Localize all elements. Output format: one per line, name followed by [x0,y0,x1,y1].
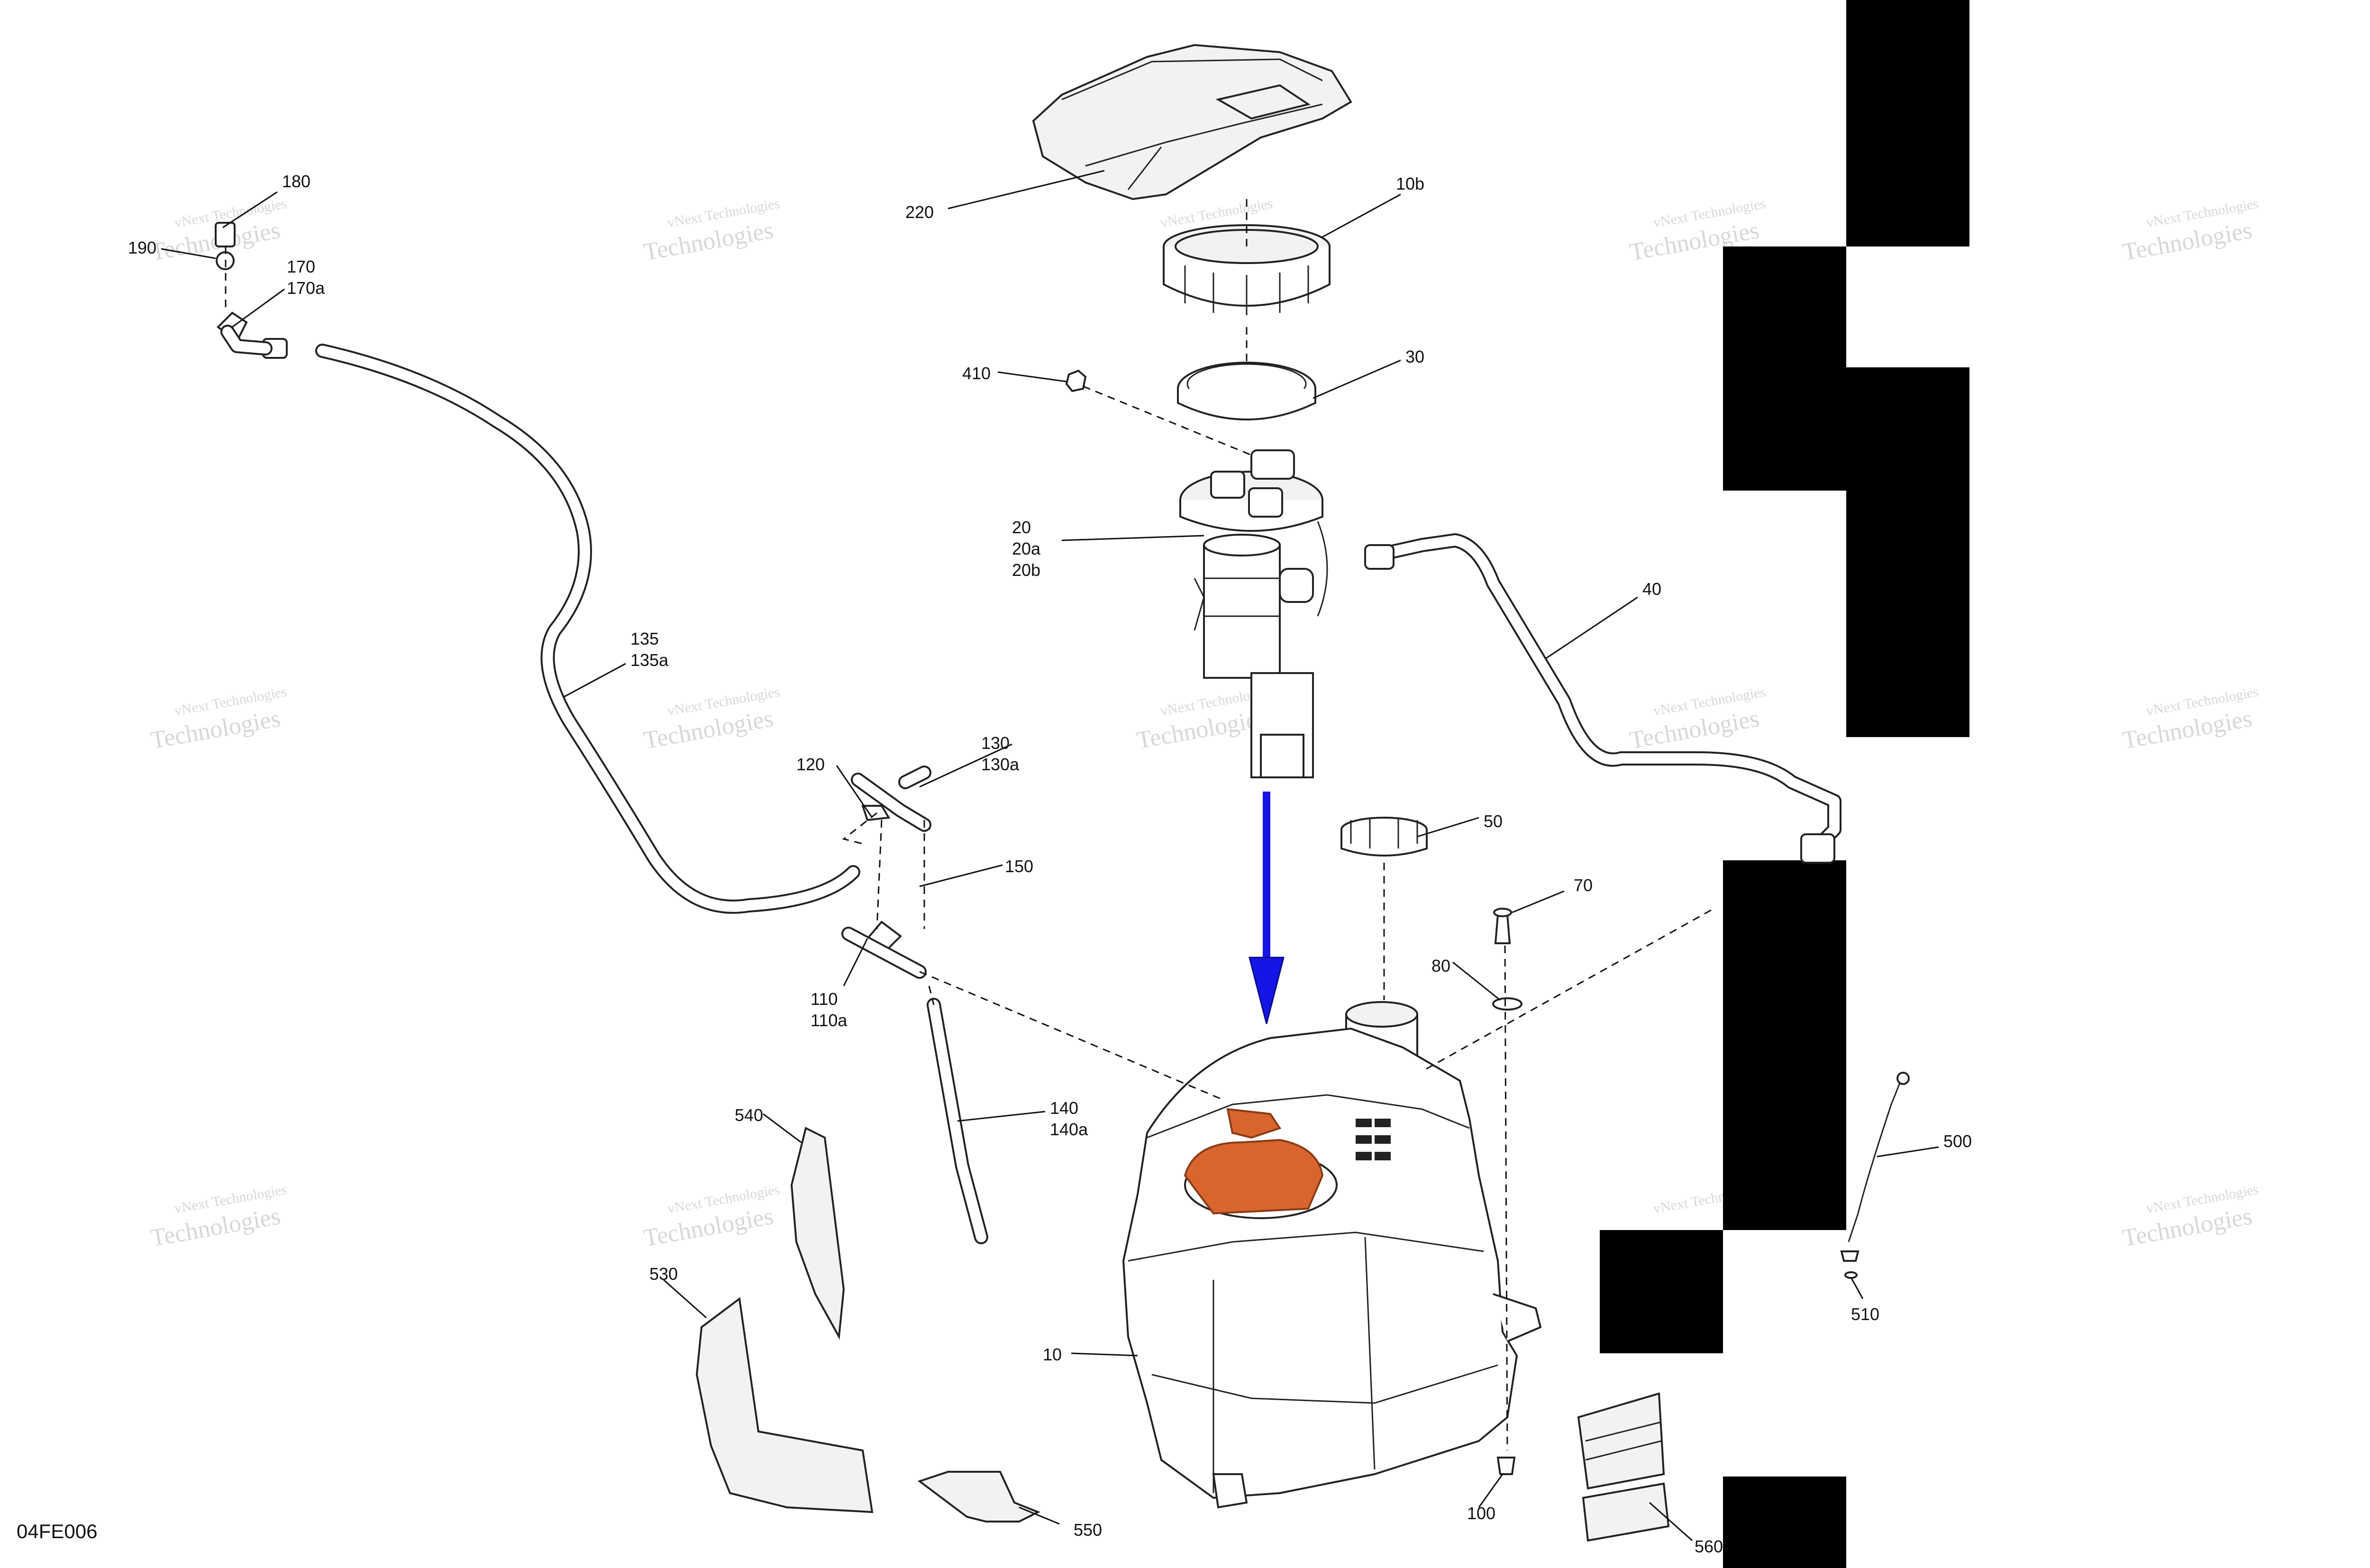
parts-170-180-190-fittings [215,222,288,359]
label-500: 500 [1943,1131,1972,1151]
parts-530-540-550-shields [695,1127,1040,1522]
label-100: 100 [1467,1504,1495,1523]
label-80: 80 [1431,956,1450,975]
label-20b: 20b [1012,560,1040,580]
label-410: 410 [962,364,991,383]
label-20: 20 [1012,518,1031,537]
svg-text:Technologies: Technologies [1135,705,1268,754]
label-530: 530 [649,1264,678,1284]
part-20-fuel-pump-module [1179,449,1328,778]
svg-text:Technologies: Technologies [2121,1203,2254,1252]
label-70: 70 [1574,875,1593,895]
redaction-blocks [1600,0,1969,1568]
assembly-lines [225,199,1712,1451]
part-410-clip [1065,369,1087,392]
svg-text:Technologies: Technologies [642,705,775,754]
leader-lines [161,170,1939,1541]
label-170: 170 [287,257,315,276]
highlight-marking [1184,1139,1324,1215]
label-40: 40 [1642,579,1661,599]
assembly-arrow [1249,792,1285,1024]
redaction-block [1723,1477,1846,1568]
label-190: 190 [128,238,156,257]
part-135-vent-hose [315,344,860,914]
tank-label-grid [1356,1119,1391,1160]
label-135: 135 [630,629,659,648]
label-560: 560 [1695,1537,1723,1556]
redaction-block [1723,860,1846,1230]
label-130: 130 [981,733,1010,753]
label-120: 120 [796,755,825,774]
part-30-gasket [1177,362,1316,420]
label-30: 30 [1405,347,1424,366]
svg-text:Technologies: Technologies [149,705,283,754]
label-180: 180 [282,172,310,191]
label-135a: 135a [630,650,669,670]
diagram-code: 04FE006 [17,1520,97,1542]
label-130a: 130a [981,755,1020,774]
part-10-fuel-tank [1122,1001,1542,1509]
label-170a: 170a [287,278,325,298]
label-140a: 140a [1050,1120,1088,1139]
redaction-block [1723,246,1846,491]
label-110: 110 [811,989,838,1009]
parts-110-150-fittings-hoses [841,766,988,1244]
label-20a: 20a [1012,539,1041,558]
label-10b: 10b [1396,174,1424,193]
label-50: 50 [1484,811,1503,831]
svg-text:Technologies: Technologies [642,1203,775,1252]
part-40-harness [1364,533,1841,864]
label-140: 140 [1050,1098,1078,1118]
label-150: 150 [1005,857,1033,876]
redaction-block [1846,367,1969,737]
label-220: 220 [905,202,934,222]
label-540: 540 [735,1105,763,1125]
svg-text:Technologies: Technologies [642,217,775,266]
parts-500-510-560 [1577,1072,1910,1542]
part-50-cap [1340,817,1428,857]
part-10b-lock-ring [1163,224,1331,315]
svg-text:Technologies: Technologies [1628,705,1761,754]
part-labels: 180 190 170 170a 220 10b 30 410 20 20a 2… [128,172,1972,1556]
part-220-shield [1032,44,1352,201]
label-10: 10 [1043,1345,1062,1364]
redaction-block [1846,0,1969,246]
label-510: 510 [1851,1304,1879,1324]
redaction-block [1600,1230,1723,1353]
label-550: 550 [1074,1520,1102,1540]
label-110a: 110a [811,1011,848,1030]
parts-70-80-100-hardware [1492,908,1522,1475]
svg-text:Technologies: Technologies [2121,705,2254,754]
svg-text:Technologies: Technologies [2121,217,2254,266]
svg-text:Technologies: Technologies [149,1203,283,1252]
